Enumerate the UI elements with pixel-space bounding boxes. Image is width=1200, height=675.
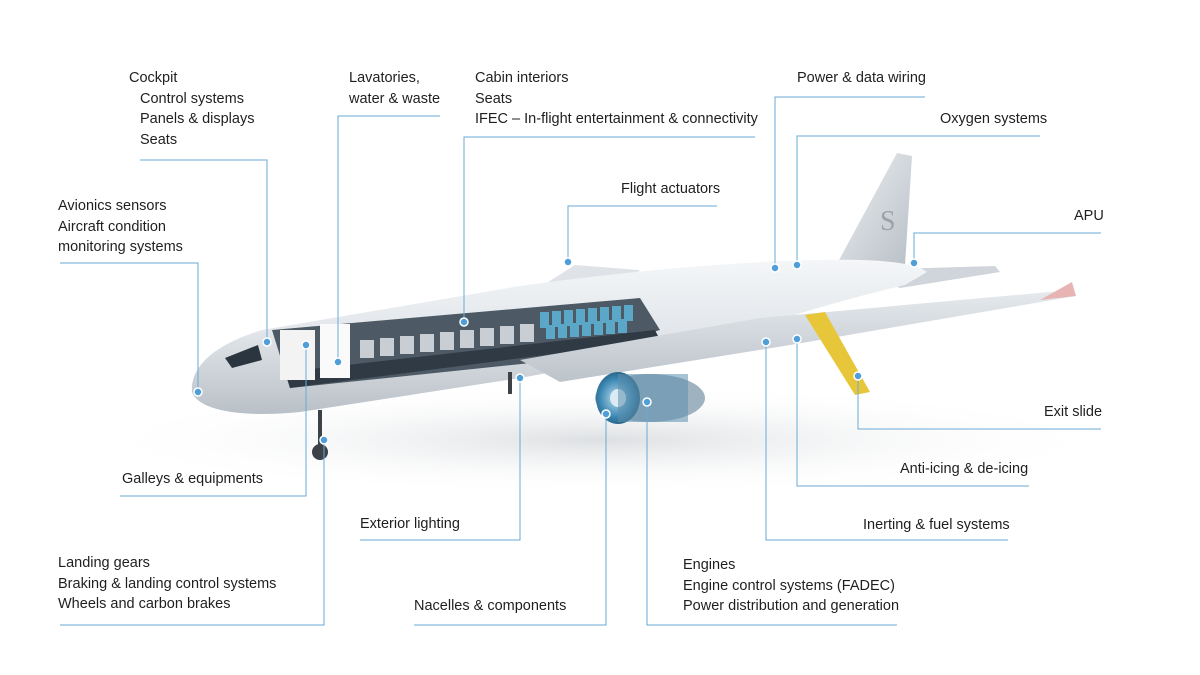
landing-label: Landing gears Braking & landing control … (58, 553, 276, 615)
lavatories-line: Lavatories, (349, 70, 420, 86)
landing-line: Landing gears (58, 555, 150, 571)
engines-line: Engine control systems (FADEC) (683, 577, 895, 594)
engines-label: Engines Engine control systems (FADEC) P… (683, 555, 899, 617)
lavatories-line: water & waste (349, 90, 441, 107)
ground-shadow (80, 385, 1120, 495)
flight-actuators-label: Flight actuators (621, 181, 721, 197)
avionics-line: Aircraft condition (58, 218, 166, 235)
wing-tip (1040, 282, 1076, 300)
cabin-line: Seats (475, 90, 513, 107)
oxygen-label: Oxygen systems (940, 111, 1048, 127)
cabin-line: Cabin interiors (475, 70, 569, 86)
economy-seats (540, 305, 633, 339)
landing-line: Wheels and carbon brakes (58, 596, 231, 612)
cabin-label: Cabin interiors Seats IFEC – In-flight e… (475, 68, 758, 130)
vertical-stabilizer (838, 153, 912, 265)
exit-slide-label: Exit slide (1044, 404, 1103, 420)
landing-line: Braking & landing control systems (58, 575, 277, 592)
avionics-label: Avionics sensors Aircraft condition moni… (58, 196, 183, 258)
cockpit-window (225, 345, 262, 368)
galleys-label: Galleys & equipments (122, 471, 264, 487)
avionics-line: Avionics sensors (58, 198, 167, 214)
leader-lines (60, 96, 1101, 626)
cockpit-label: Cockpit Control systems Panels & display… (129, 68, 254, 150)
cabin-line: IFEC – In-flight entertainment & connect… (475, 111, 758, 127)
cockpit-item: Seats (140, 131, 178, 148)
cockpit-item: Panels & displays (140, 111, 255, 127)
anti-icing-label: Anti-icing & de-icing (900, 461, 1029, 477)
apu-label: APU (1074, 208, 1104, 224)
cabin-floor (285, 330, 660, 388)
business-seats (360, 324, 534, 358)
lavatories-label: Lavatories, water & waste (349, 68, 440, 109)
nacelles-label: Nacelles & components (414, 598, 567, 614)
callout-dots (193, 257, 919, 445)
cockpit-title: Cockpit (129, 70, 178, 86)
galley-unit (320, 324, 350, 378)
engines-line: Engines (683, 557, 736, 573)
avionics-line: monitoring systems (58, 239, 183, 255)
power-wiring-label: Power & data wiring (797, 70, 926, 86)
cockpit-wall (280, 330, 315, 380)
cockpit-item: Control systems (140, 90, 244, 107)
exterior-lighting-label: Exterior lighting (360, 516, 460, 532)
engines-line: Power distribution and generation (683, 598, 900, 614)
tail-logo: S (880, 206, 896, 237)
inerting-label: Inerting & fuel systems (863, 517, 1010, 533)
